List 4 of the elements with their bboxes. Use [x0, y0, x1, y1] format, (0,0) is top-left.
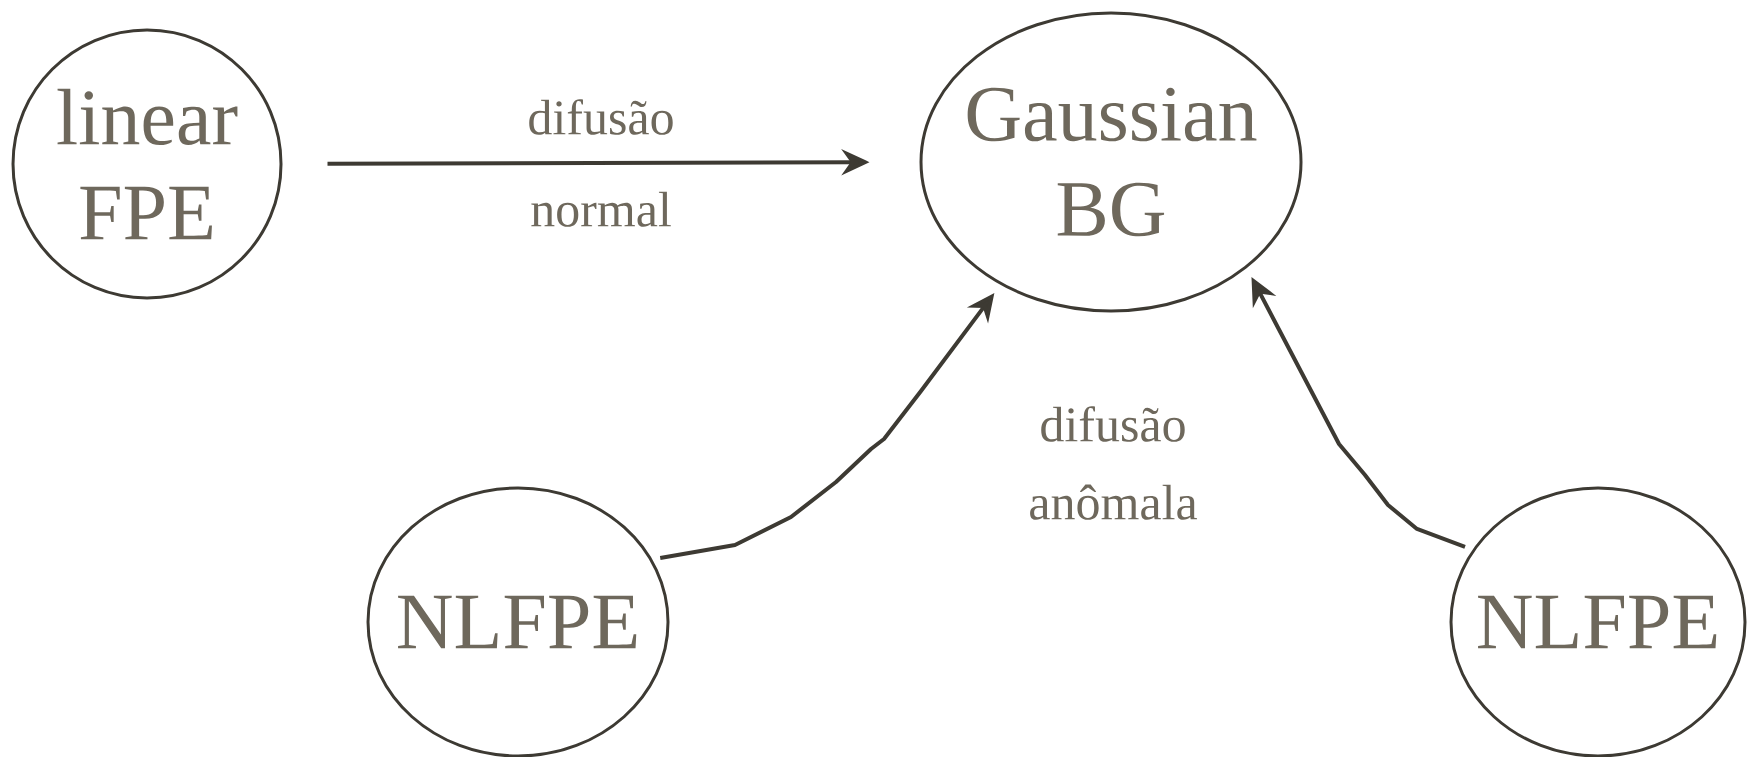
- annotation-text: difusão anômala: [1030, 406, 1198, 520]
- ellipse-node: Gaussian BG: [919, 11, 1303, 313]
- edge-label: difusão normal: [529, 99, 673, 227]
- ellipse-node: linear FPE: [11, 28, 283, 300]
